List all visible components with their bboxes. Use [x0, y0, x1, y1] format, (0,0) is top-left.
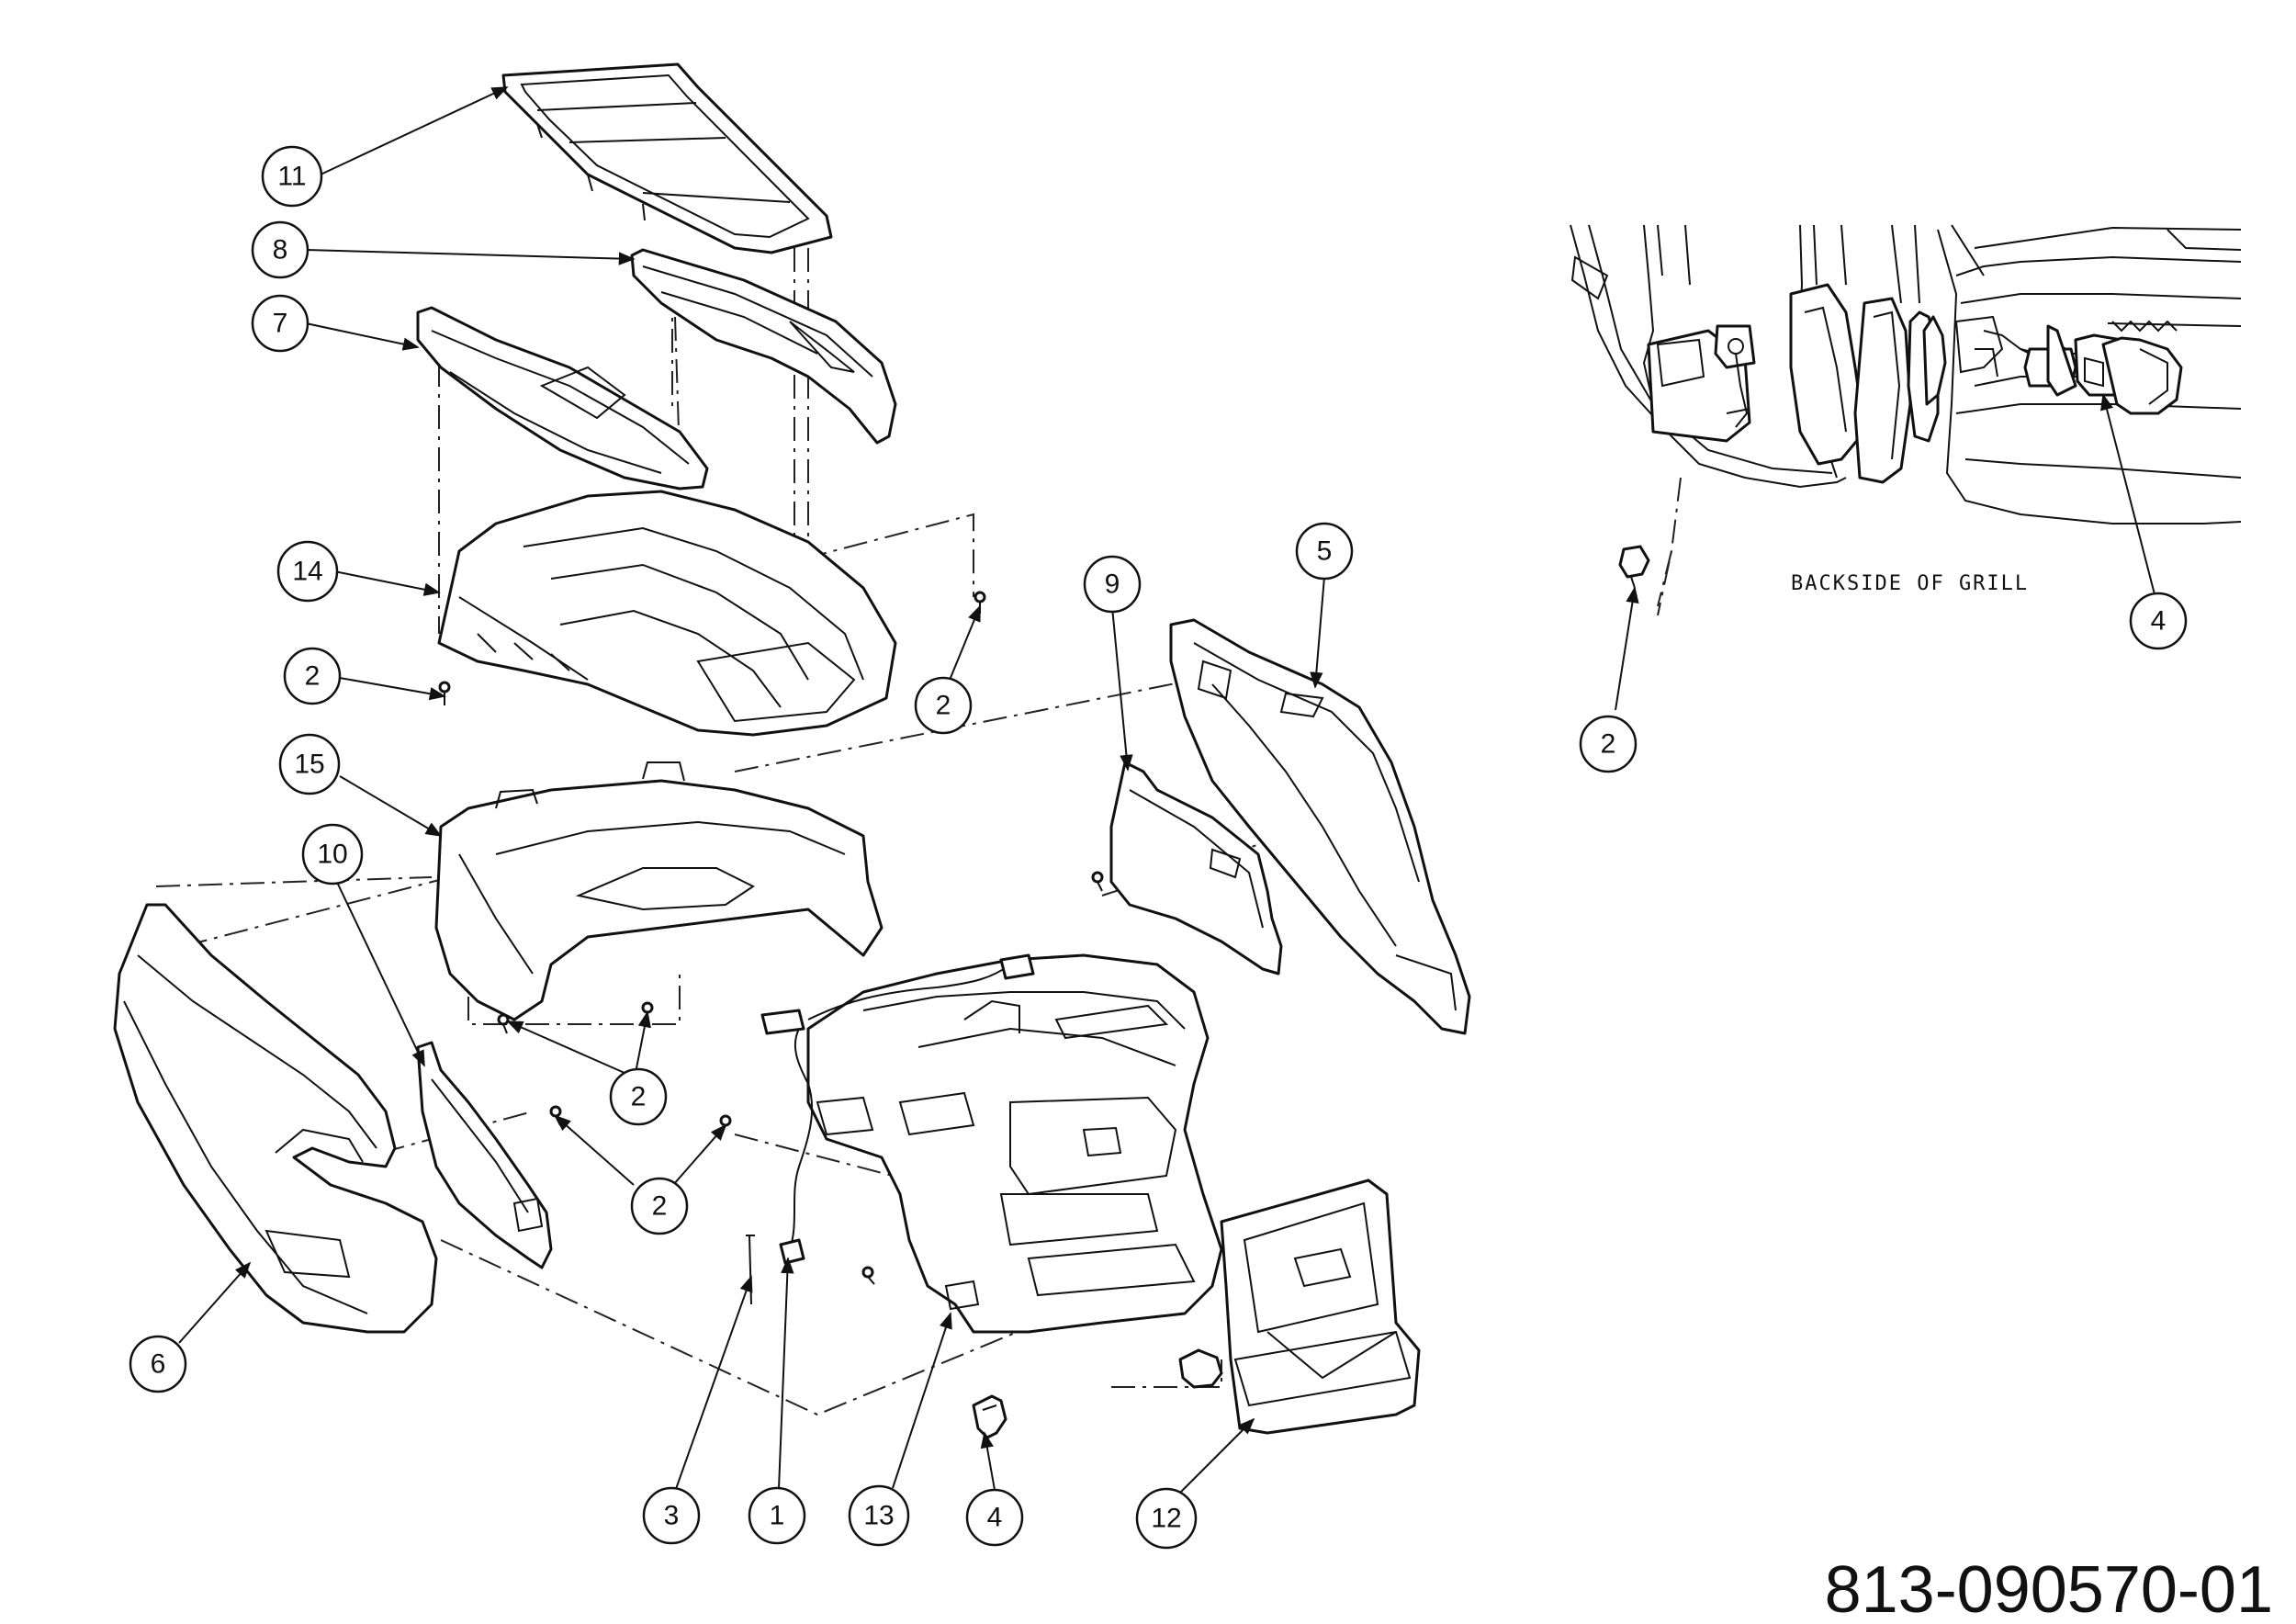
callout-2: 2 [283, 647, 342, 705]
callout-5: 5 [1295, 522, 1354, 581]
callout-7: 7 [251, 294, 310, 353]
callout-2: 2 [1579, 715, 1638, 773]
callout-12: 12 [1135, 1487, 1198, 1550]
svg-text:8: 8 [273, 235, 288, 265]
left-hood-trim [416, 306, 709, 491]
svg-text:2: 2 [652, 1191, 668, 1222]
callout-8: 8 [251, 220, 310, 279]
right-side-bracket [1109, 761, 1283, 976]
front-grill [1220, 1179, 1421, 1435]
top-grille-frame [501, 62, 833, 254]
svg-text:12: 12 [1151, 1504, 1181, 1534]
svg-text:10: 10 [317, 840, 347, 870]
callout-2: 2 [609, 1067, 668, 1126]
callouts: 11 8 7 14 2 2 15 10 9 5 2 2 2 6 3 1 13 4… [129, 145, 2188, 1550]
callout-4: 4 [965, 1488, 1024, 1547]
callout-10: 10 [301, 823, 364, 885]
hood-base-housing [806, 953, 1223, 1334]
svg-text:9: 9 [1105, 570, 1120, 600]
hood-upper-panel [437, 490, 897, 737]
svg-text:2: 2 [936, 691, 951, 721]
callout-2: 2 [630, 1177, 689, 1235]
svg-text:2: 2 [631, 1082, 647, 1112]
callout-15: 15 [278, 733, 341, 795]
right-side-panel [1169, 618, 1471, 1035]
callout-3: 3 [642, 1486, 701, 1545]
grill-knob [1178, 1348, 1223, 1389]
grill-knob [972, 1394, 1007, 1439]
svg-text:1: 1 [770, 1501, 785, 1531]
callout-6: 6 [129, 1335, 187, 1393]
callout-2: 2 [914, 676, 973, 735]
right-hood-trim [630, 248, 897, 445]
callout-13: 13 [848, 1484, 910, 1547]
svg-text:14: 14 [292, 557, 322, 587]
inset-caption: BACKSIDE OF GRILL [1791, 572, 2029, 595]
svg-text:4: 4 [2151, 606, 2167, 637]
svg-text:5: 5 [1317, 536, 1333, 567]
svg-text:2: 2 [1601, 729, 1616, 760]
callout-4: 4 [2129, 592, 2188, 650]
screw [1618, 545, 1650, 589]
callout-14: 14 [276, 540, 339, 603]
callout-11: 11 [261, 145, 323, 208]
svg-text:11: 11 [277, 162, 306, 192]
callout-9: 9 [1083, 555, 1142, 614]
callout-1: 1 [748, 1486, 806, 1545]
screw [1091, 871, 1104, 892]
screw [497, 1013, 510, 1034]
retaining-pin [746, 1235, 755, 1305]
svg-text:13: 13 [863, 1501, 894, 1531]
svg-text:15: 15 [294, 750, 324, 780]
leader-lines [178, 86, 2155, 1494]
svg-text:6: 6 [151, 1349, 166, 1380]
screw [861, 1266, 875, 1285]
left-side-panel [113, 903, 438, 1334]
inset-backside-of-grill: BACKSIDE OF GRILL [1570, 224, 2242, 616]
svg-text:7: 7 [273, 309, 288, 339]
screw [438, 681, 451, 705]
svg-text:2: 2 [305, 661, 321, 692]
screw [974, 591, 986, 614]
svg-text:3: 3 [664, 1501, 680, 1531]
hood-support-frame [434, 761, 884, 1021]
drawing-number: 813-090570-01 [1825, 1553, 2273, 1624]
left-side-bracket [416, 1041, 553, 1269]
svg-text:4: 4 [987, 1503, 1003, 1533]
